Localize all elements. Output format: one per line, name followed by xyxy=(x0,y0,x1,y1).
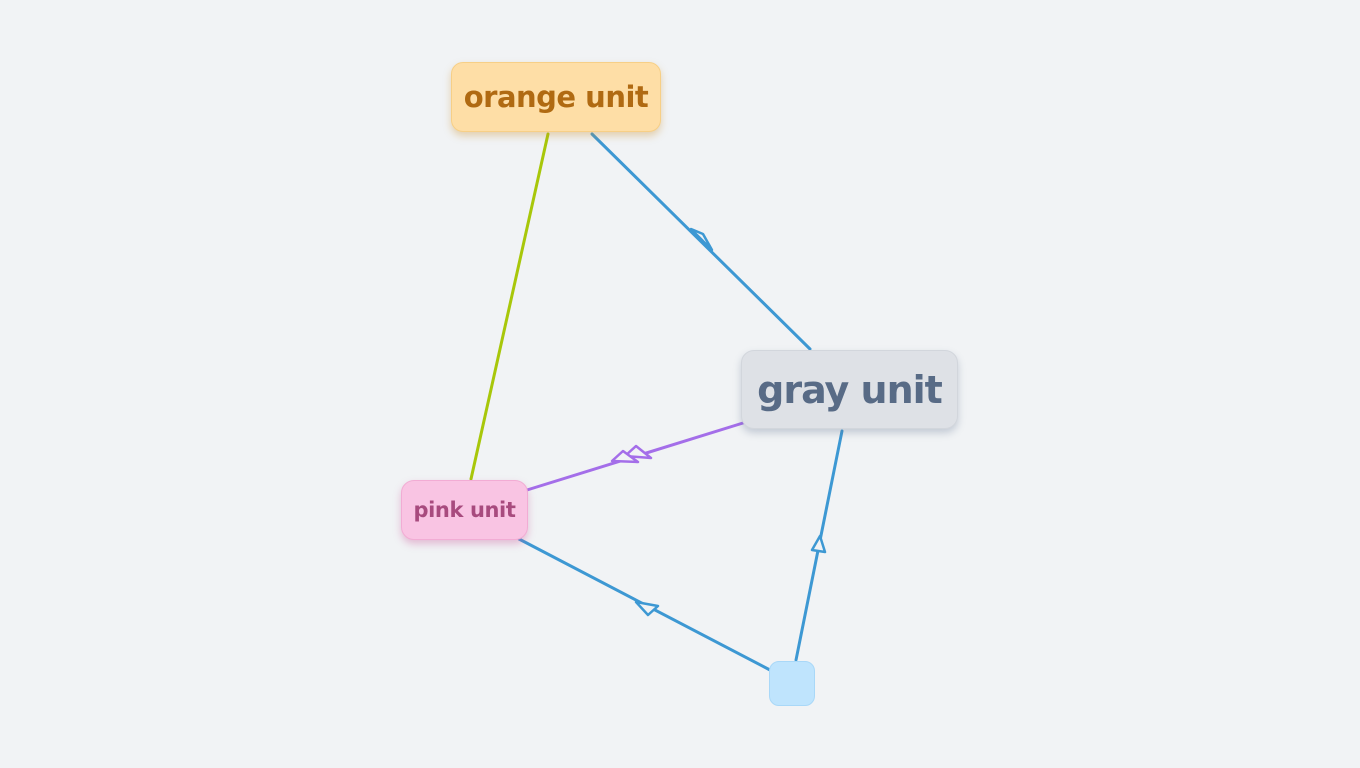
node-pink-unit[interactable]: pink unit xyxy=(401,480,528,540)
node-label: gray unit xyxy=(757,367,943,412)
edge-orange-to-gray[interactable] xyxy=(590,132,812,351)
edge-arrowhead-icon xyxy=(810,534,827,554)
node-gray-unit[interactable]: gray unit xyxy=(741,350,958,429)
edge-arrowhead-icon xyxy=(610,449,640,464)
edge-arrowhead-icon xyxy=(623,444,653,460)
node-orange-unit[interactable]: orange unit xyxy=(451,62,661,132)
node-blue-unit[interactable] xyxy=(769,661,815,706)
edge-arrowhead-icon xyxy=(634,600,660,617)
node-label: pink unit xyxy=(413,498,516,522)
node-label: orange unit xyxy=(463,80,649,114)
edge-blue-to-pink[interactable] xyxy=(517,537,772,672)
edge-orange-to-pink[interactable] xyxy=(469,132,550,481)
edge-gray-to-pink[interactable] xyxy=(525,421,745,492)
edge-blue-to-gray[interactable] xyxy=(794,429,844,662)
edge-arrowhead-icon xyxy=(689,227,714,252)
